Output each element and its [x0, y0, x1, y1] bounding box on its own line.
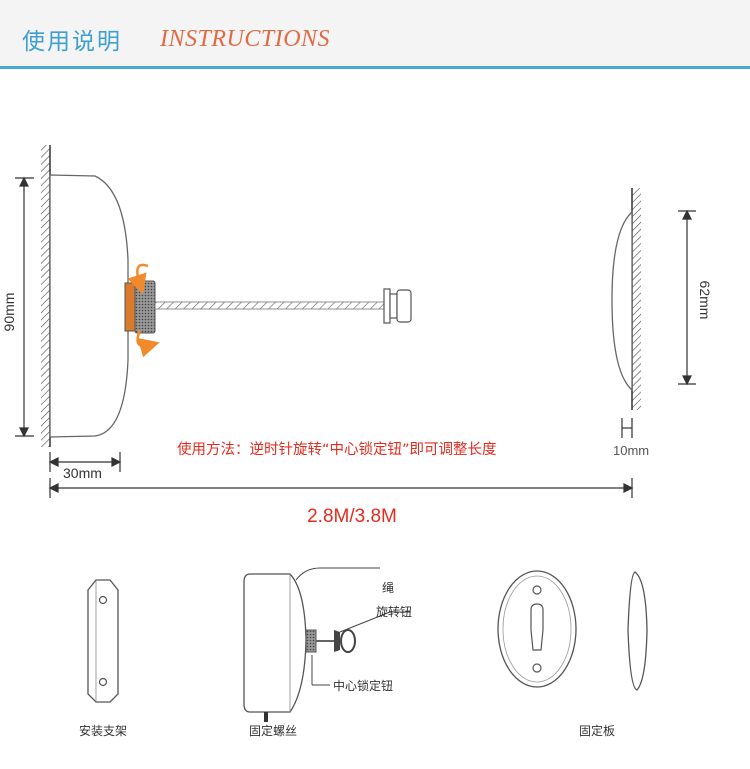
dim-90mm — [15, 176, 34, 438]
label-30mm: 30mm — [63, 465, 102, 481]
dim-62mm — [678, 209, 696, 386]
bracket-drawing — [87, 579, 119, 703]
title-english: INSTRUCTIONS — [160, 26, 331, 52]
plate-side-view — [627, 571, 648, 691]
label-length: 2.8M/3.8M — [307, 506, 397, 527]
dim-10mm — [621, 418, 633, 438]
rotation-arrow-top — [127, 263, 149, 295]
title-chinese: 使用说明 — [22, 29, 122, 55]
label-plate: 固定板 — [579, 723, 615, 738]
rope-line — [154, 301, 386, 310]
label-rotate-knob: 旋转钮 — [376, 604, 412, 619]
dim-length — [48, 478, 634, 498]
dim-30mm — [48, 452, 122, 472]
right-plate-side — [611, 210, 633, 392]
plate-front-view — [497, 570, 577, 688]
center-lock-knob-shape — [124, 280, 156, 334]
label-rope: 绳 — [382, 581, 394, 595]
label-62mm: 62mm — [697, 281, 713, 320]
header-underline — [0, 66, 750, 69]
main-unit-body — [49, 174, 129, 438]
label-90mm: 90mm — [1, 293, 17, 332]
right-wall — [631, 188, 641, 410]
label-center-lock-knob: 中心锁定钮 — [333, 678, 393, 693]
label-screw: 固定螺丝 — [249, 723, 297, 738]
header-bar — [0, 0, 750, 68]
unit-side-view — [243, 567, 410, 722]
rope-end-hook — [383, 288, 412, 324]
label-10mm: 10mm — [613, 443, 649, 458]
left-wall — [41, 145, 51, 447]
label-bracket: 安装支架 — [79, 723, 127, 738]
usage-note: 使用方法：逆时针旋转“中心锁定钮”即可调整长度 — [177, 441, 497, 458]
rotation-arrow-bottom — [136, 329, 160, 358]
